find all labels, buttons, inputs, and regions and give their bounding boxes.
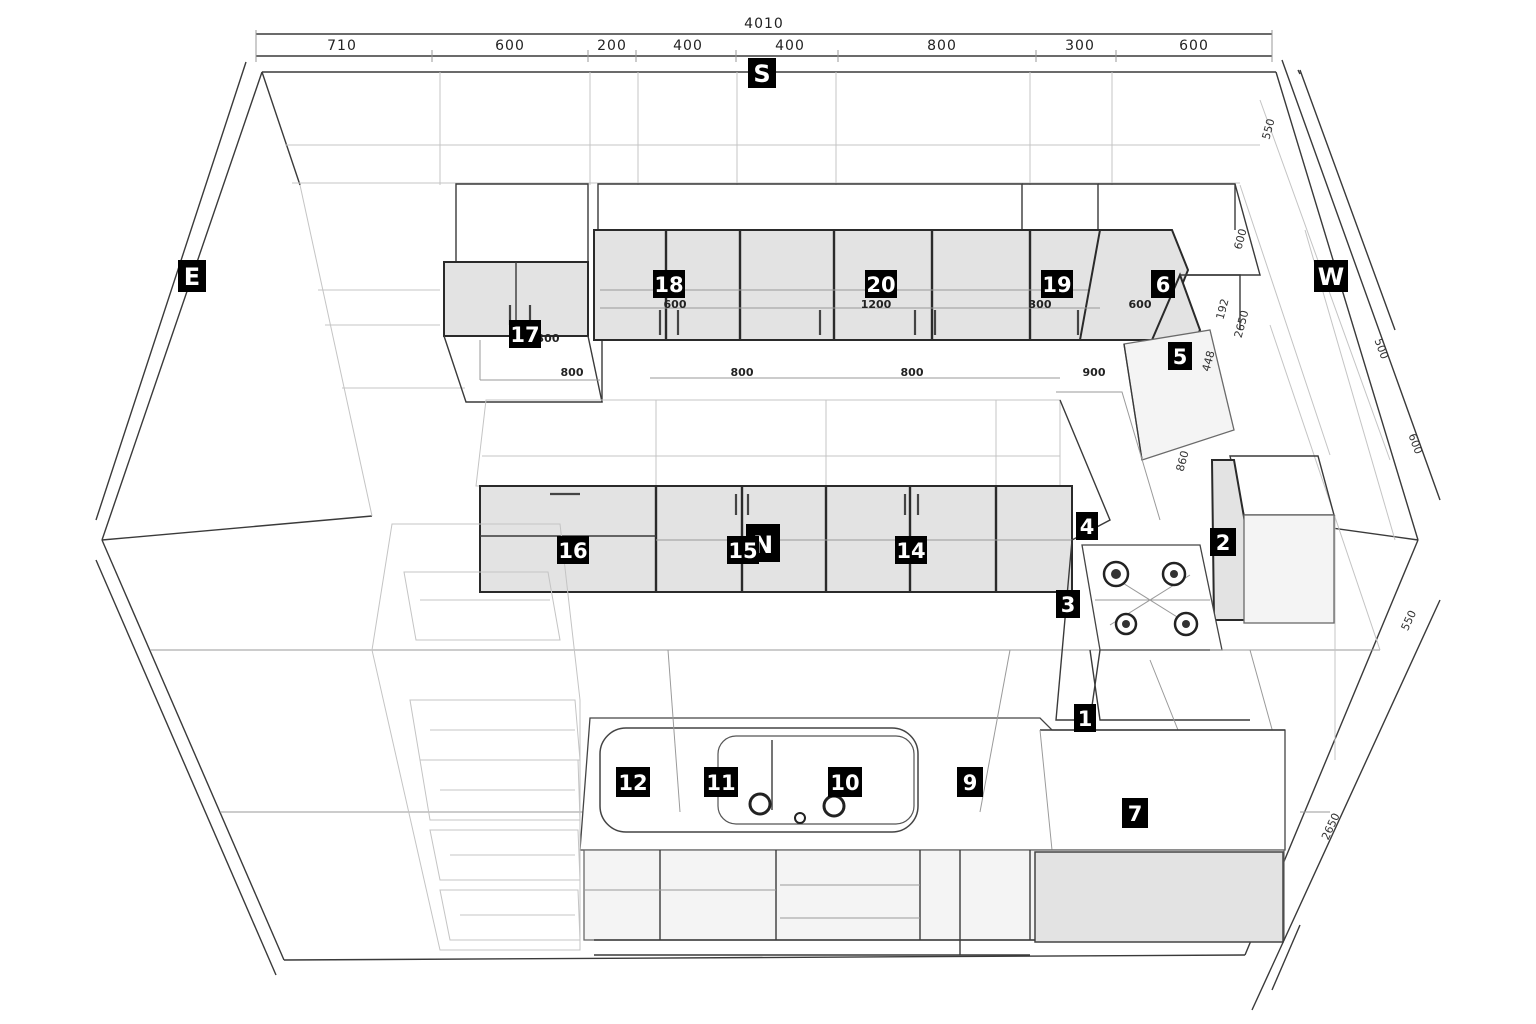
south-base-run [579, 649, 1286, 956]
module-tag-4: 4 [1076, 512, 1098, 540]
dim-segment: 300 [1065, 38, 1095, 54]
module-tag-6: 6 [1151, 270, 1175, 298]
wall-tag-east: E [178, 260, 206, 292]
base-width: 900 [1083, 366, 1106, 379]
module-tag-7: 7 [1122, 798, 1148, 828]
svg-text:1: 1 [1078, 707, 1093, 731]
module-tag-3: 3 [1056, 590, 1080, 618]
dimension-lines [95, 30, 1441, 1011]
svg-text:15: 15 [728, 539, 757, 563]
module-tag-20: 20 [865, 270, 897, 298]
svg-text:7: 7 [1128, 802, 1143, 826]
svg-text:6: 6 [1156, 273, 1171, 297]
module-tag-9: 9 [957, 767, 983, 797]
right-dim: 448 [1200, 349, 1218, 373]
module-tag-5: 5 [1168, 342, 1192, 370]
cabinet-17-width: 800 [561, 366, 584, 379]
svg-text:W: W [1318, 263, 1344, 291]
svg-text:9: 9 [963, 771, 978, 795]
hob-surface [1081, 544, 1223, 651]
svg-text:E: E [184, 263, 200, 291]
svg-text:4: 4 [1080, 515, 1095, 539]
base-width: 800 [731, 366, 754, 379]
svg-text:11: 11 [706, 771, 735, 795]
module-tag-10: 10 [828, 767, 862, 797]
faucet-icon [794, 812, 806, 824]
svg-text:10: 10 [830, 771, 859, 795]
dim-segment: 600 [1179, 38, 1209, 54]
dim-segment: 400 [775, 38, 805, 54]
right-dim: 500 [1372, 337, 1391, 361]
svg-text:S: S [753, 60, 770, 88]
cabinet-19-width: 600 [664, 298, 687, 311]
cabinet-6-width: 600 [1129, 298, 1152, 311]
module-tag-2: 2 [1210, 528, 1236, 556]
module-tag-17: 17 [509, 320, 541, 348]
svg-text:12: 12 [618, 771, 647, 795]
dim-segment: 600 [495, 38, 525, 54]
svg-text:2: 2 [1216, 531, 1231, 555]
dim-segment: 710 [327, 38, 357, 54]
module-tag-15: 15 [727, 536, 759, 564]
module-tag-18: 19 [1041, 270, 1073, 298]
cabinet-20-width: 1200 [861, 298, 892, 311]
drain-icon [822, 794, 846, 818]
cabinet-18-width: 300 [1029, 298, 1052, 311]
west-base-run [1055, 539, 1276, 741]
module-tag-16: 16 [557, 536, 589, 564]
drain-icon [748, 792, 772, 816]
base-width: 800 [901, 366, 924, 379]
module-tag-11: 11 [704, 767, 738, 797]
dimension-labels: 4010 710 600 200 400 400 800 300 600 800… [327, 16, 1425, 842]
right-dim: 2650 [1319, 811, 1343, 842]
right-dim: 600 [1232, 227, 1250, 251]
svg-text:16: 16 [558, 539, 587, 563]
svg-text:19: 19 [1042, 273, 1071, 297]
svg-text:5: 5 [1173, 345, 1188, 369]
cabinet-17-depth: 300 [537, 332, 560, 345]
wire-baskets [371, 523, 581, 951]
module-tag-1: 1 [1074, 704, 1096, 732]
svg-text:17: 17 [510, 323, 539, 347]
room-shell [101, 71, 1419, 961]
wall-tag-west: W [1314, 260, 1348, 292]
wall-tag-south: S [748, 58, 776, 88]
total-width-label: 4010 [744, 16, 784, 32]
right-dim: 550 [1260, 117, 1278, 141]
module-tag-19: 18 [653, 270, 685, 298]
right-dim: 2650 [1232, 309, 1252, 339]
right-dim: 600 [1406, 432, 1425, 456]
right-dim: 860 [1174, 449, 1192, 473]
svg-text:14: 14 [896, 539, 925, 563]
right-dim: 192 [1214, 297, 1232, 321]
module-tag-14: 14 [895, 536, 927, 564]
dim-segment: 400 [673, 38, 703, 54]
svg-text:18: 18 [654, 273, 683, 297]
svg-text:3: 3 [1061, 593, 1076, 617]
svg-text:20: 20 [866, 273, 895, 297]
dim-segment: 800 [927, 38, 957, 54]
right-dim: 550 [1398, 608, 1419, 633]
dim-segment: 200 [597, 38, 627, 54]
module-tag-12: 12 [616, 767, 650, 797]
